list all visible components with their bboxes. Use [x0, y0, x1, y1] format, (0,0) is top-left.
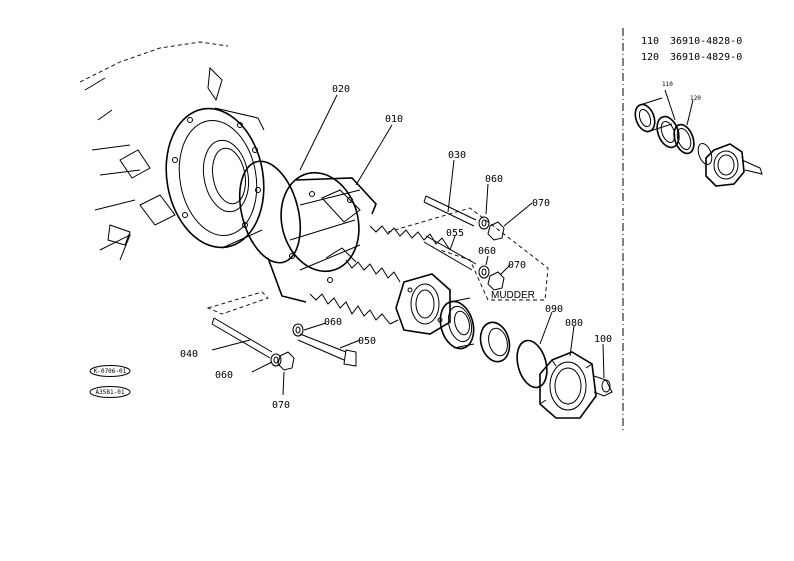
callout-100: 100 [594, 334, 612, 345]
callout-040: 040 [180, 349, 198, 360]
callout-120: 120 [690, 95, 701, 102]
bearing-cap-080 [539, 351, 597, 419]
parts-table: 110 36910-4828-0 120 36910-4829-0 [641, 36, 742, 63]
washer-070-lower [277, 351, 295, 371]
o-ring-090 [516, 339, 548, 389]
nut-060-middle [478, 265, 490, 279]
parts-table-partno-1: 36910-4828-0 [670, 36, 742, 47]
callout-060-bottom: 060 [215, 370, 233, 381]
oil-seal [479, 321, 511, 363]
stud-bolt-040 [211, 317, 273, 359]
callout-060-top: 060 [485, 174, 503, 185]
stud-bolt-030 [423, 195, 477, 227]
inset-seal-assembly [634, 89, 763, 187]
callout-060-lower: 060 [324, 317, 342, 328]
stud-bolt-055 [423, 235, 477, 271]
lower-bolt-path [206, 291, 269, 315]
callout-060-mid: 060 [478, 246, 496, 257]
parts-table-ref-2: 120 [641, 52, 659, 63]
mudder-boundary [387, 207, 549, 301]
parts-table-ref-1: 110 [641, 36, 659, 47]
callout-080: 080 [565, 318, 583, 329]
nut-060-lower-a [270, 353, 282, 367]
callout-070-bottom: 070 [272, 400, 290, 411]
parts-table-partno-2: 36910-4829-0 [670, 52, 742, 63]
mudder-label: MUDDER [491, 290, 535, 301]
callout-090: 090 [545, 304, 563, 315]
callout-055: 055 [446, 228, 464, 239]
washer-070-middle [487, 271, 505, 291]
callout-020: 020 [332, 84, 350, 95]
leader-lines [211, 94, 605, 396]
nut-060-lower-b [292, 323, 304, 337]
bolt-100 [593, 375, 613, 397]
callout-050: 050 [358, 336, 376, 347]
callout-110: 110 [662, 81, 673, 88]
reference-mark-2: A3581-01 [89, 386, 131, 398]
bearing [439, 297, 475, 350]
callout-070-top: 070 [532, 198, 550, 209]
nut-060-upper [478, 216, 490, 230]
washer-070-upper [487, 221, 505, 241]
reference-mark-2-text: A3581-01 [96, 389, 125, 396]
transmission-case [79, 41, 265, 261]
callout-070-mid: 070 [508, 260, 526, 271]
o-ring-020 [238, 160, 302, 264]
axle-housing-010 [267, 171, 451, 335]
callout-010: 010 [385, 114, 403, 125]
callout-030: 030 [448, 150, 466, 161]
bolt-050 [297, 333, 357, 367]
reference-mark-1: K-0706-01 [89, 365, 131, 377]
reference-mark-1-text: K-0706-01 [94, 368, 127, 375]
